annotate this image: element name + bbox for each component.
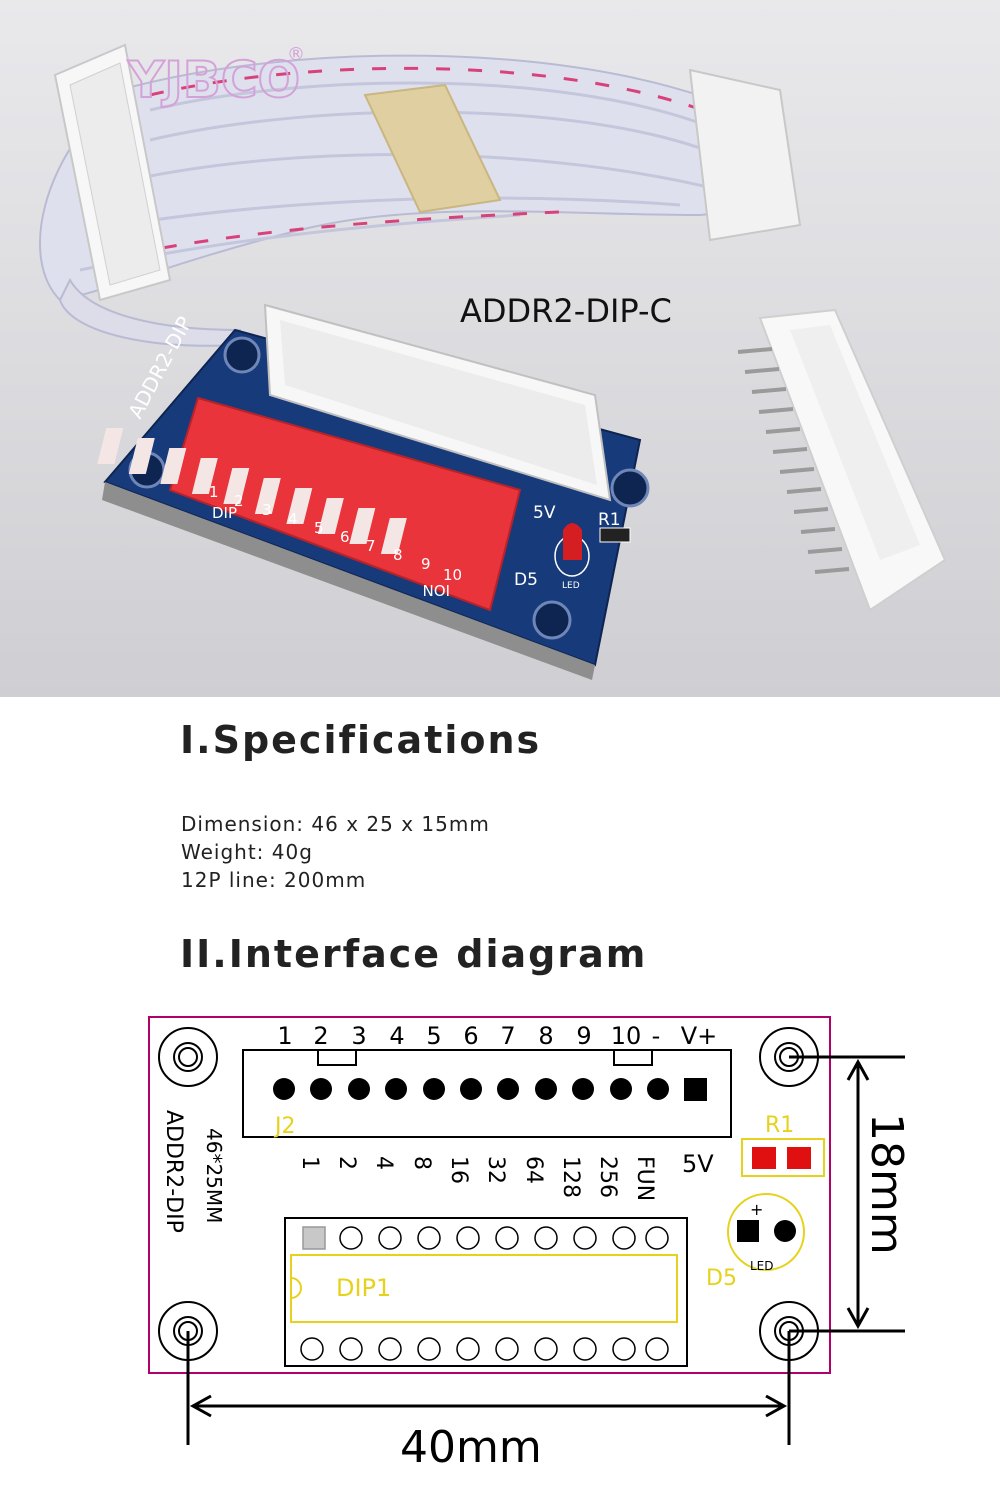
- watermark-registered-mark: ®: [287, 44, 305, 65]
- pin-label: -: [652, 1022, 661, 1050]
- pin-label: 1: [277, 1022, 292, 1050]
- d5-led: + LED: [727, 1193, 805, 1273]
- dimension-lines: [186, 1055, 905, 1445]
- spec-weight: Weight: 40g: [181, 840, 313, 864]
- switch-number: 7: [366, 537, 376, 555]
- board-outline: [148, 1016, 831, 1374]
- specifications-list: Dimension: 46 x 25 x 15mm Weight: 40g 12…: [181, 810, 490, 894]
- dip-value: 1: [297, 1156, 322, 1170]
- dip1-pins: [300, 1226, 669, 1361]
- dip1-label: DIP1: [336, 1274, 391, 1302]
- loose-header-connector: [737, 308, 947, 612]
- dip1-notch: [290, 1277, 302, 1299]
- r1-label: R1: [765, 1113, 794, 1138]
- switch-number: 5: [314, 519, 324, 537]
- watermark: YJBCO: [127, 51, 300, 109]
- dip-value: 8: [409, 1156, 434, 1170]
- dip-value: 32: [483, 1156, 508, 1184]
- j2-pins: [273, 1078, 707, 1101]
- j2-label: J2: [273, 1114, 296, 1139]
- switch-dip-label: DIP: [212, 504, 237, 522]
- pin-label: 8: [538, 1022, 553, 1050]
- pcb-led: [554, 523, 590, 577]
- board-size-label: 46*25MM: [202, 1128, 226, 1223]
- dip1-socket-outline: [284, 1217, 688, 1367]
- dip-value: 16: [446, 1156, 471, 1184]
- pcb-header-connector: [263, 303, 612, 502]
- pcb-r1-label: R1: [598, 510, 621, 530]
- dimension-height: 18mm: [861, 1113, 912, 1255]
- pin-label: 10: [611, 1022, 642, 1050]
- spec-dimension: Dimension: 46 x 25 x 15mm: [181, 812, 490, 836]
- led-plus-label: +: [750, 1200, 763, 1219]
- board-name-label: ADDR2-DIP: [161, 1110, 186, 1233]
- switch-number: 10: [443, 566, 462, 584]
- interface-heading: II.Interface diagram: [180, 932, 648, 976]
- dip-value: 4: [371, 1156, 396, 1170]
- pin-label: 2: [313, 1022, 328, 1050]
- product-photo: YJBCO ® ADDR2-DIP-C ADDR2-DIP: [0, 0, 1000, 697]
- pin-label: 4: [389, 1022, 404, 1050]
- switch-number: 6: [340, 528, 350, 546]
- pin-label: V+: [681, 1022, 718, 1050]
- dip-value: 64: [521, 1156, 546, 1184]
- pcb-led-label: LED: [562, 581, 580, 591]
- pcb-5v-label: 5V: [533, 503, 556, 523]
- r1-resistor: [741, 1138, 825, 1177]
- ribbon-cable: [39, 54, 781, 347]
- dip-value: 128: [558, 1156, 583, 1198]
- dip-value: 2: [334, 1156, 359, 1170]
- d5-label: D5: [706, 1266, 737, 1291]
- dip-switch: 1 2 3 4 5 6 7 8 9 10 DIP ION: [97, 396, 522, 612]
- switch-number: 8: [393, 546, 403, 564]
- switch-number: 4: [288, 510, 298, 528]
- pin-label: 6: [463, 1022, 478, 1050]
- switch-on-label: ION: [423, 581, 450, 599]
- dip1-body: [290, 1254, 678, 1323]
- interface-diagram: 1 2 3 4 5 6 7 8 9 10 - V+ J2 1 2 4 8 16 …: [148, 1016, 912, 1473]
- j2-connector-outline: [242, 1049, 732, 1138]
- pcb-d5-label: D5: [514, 570, 538, 590]
- pin-label: 7: [500, 1022, 515, 1050]
- 5v-label: 5V: [682, 1150, 714, 1178]
- j2-key-notch-left: [317, 1049, 357, 1066]
- cable-connector-right: [688, 68, 802, 242]
- switch-number: 3: [262, 501, 272, 519]
- switch-number: 9: [421, 555, 431, 573]
- cable-connector-left: [53, 43, 172, 302]
- dip-value: FUN: [632, 1156, 657, 1201]
- dip-value: 256: [595, 1156, 620, 1198]
- switch-number: 2: [234, 492, 244, 510]
- led-label: LED: [750, 1259, 774, 1273]
- j2-key-notch-right: [613, 1049, 653, 1066]
- pin-label: 9: [576, 1022, 591, 1050]
- dimension-width: 40mm: [400, 1422, 542, 1473]
- spec-line-length: 12P line: 200mm: [181, 868, 367, 892]
- pcb-resistor: [599, 527, 631, 543]
- pin-label: 3: [351, 1022, 366, 1050]
- product-caption: ADDR2-DIP-C: [460, 292, 672, 330]
- switch-number: 1: [209, 483, 219, 501]
- pin-label: 5: [426, 1022, 441, 1050]
- specifications-heading: I.Specifications: [180, 718, 542, 762]
